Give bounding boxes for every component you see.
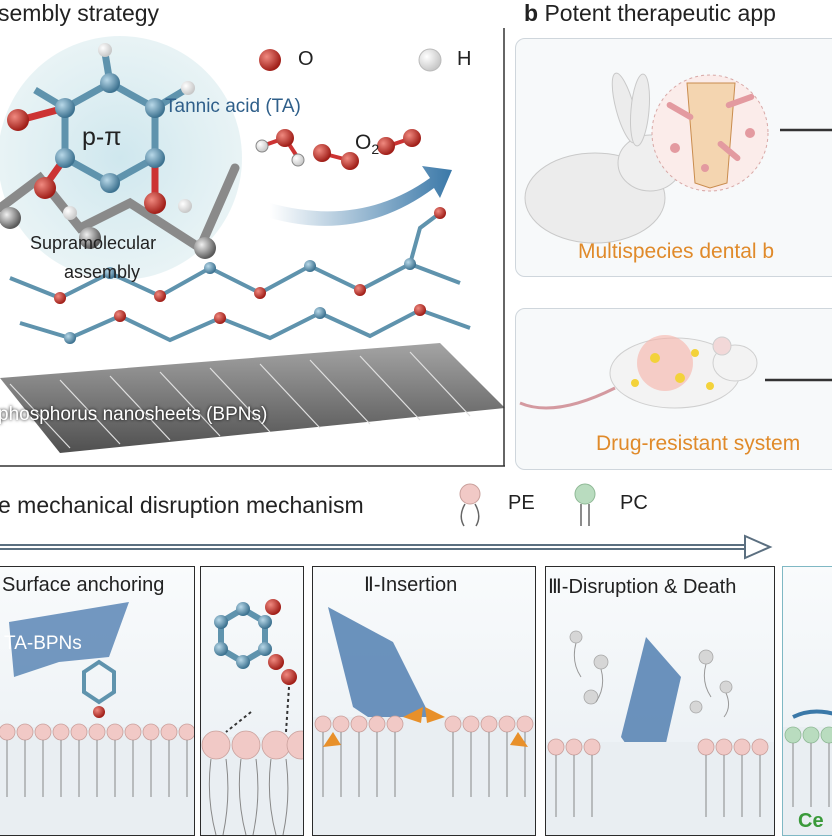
pc-lipid-icon <box>574 483 596 505</box>
membrane-heads <box>201 730 303 760</box>
stage-disruption <box>545 566 775 836</box>
supramolecular-label-line1: Supramolecular <box>30 233 157 253</box>
panel-b-letter: b <box>524 0 539 26</box>
bacteria-icons <box>666 93 755 172</box>
legend-oxygen-label: O <box>298 48 314 70</box>
stage1-illustration <box>0 602 194 835</box>
infection-glow <box>637 335 693 391</box>
stage4-illustration <box>546 630 774 835</box>
oxygen-atom-icon <box>259 49 281 71</box>
stage-zoom-binding <box>200 566 304 836</box>
ta-bpn-sheet-icon <box>9 602 129 677</box>
stage3-label: Ⅱ-Insertion <box>364 574 458 596</box>
membrane-bilayer <box>0 723 194 835</box>
stage-cell-death <box>782 566 832 836</box>
systemic-caption: Drug-resistant system <box>596 432 801 455</box>
ta-bpn-sheet-icon <box>328 607 438 747</box>
bacteria-spot-icons <box>631 349 714 390</box>
timeline-arrow <box>0 534 773 560</box>
reactive-oxygen-molecules <box>255 129 421 170</box>
stage2-illustration <box>201 599 303 835</box>
pi-interaction-glow <box>0 36 242 280</box>
legend-pe-label: PE <box>508 492 535 514</box>
dental-caption: Multispecies dental b <box>578 240 775 263</box>
panel-a-title: sembly strategy <box>0 0 160 26</box>
o2-subscript: 2 <box>371 141 380 158</box>
panel-b-title: b Potent therapeutic app <box>524 0 776 27</box>
stage4-label: Ⅲ-Disruption & Death <box>548 576 737 598</box>
o2-label: O2 <box>355 131 380 158</box>
insertion-force-arrows <box>323 707 528 747</box>
rabbit-biofilm-illustration <box>524 72 832 244</box>
ta-bpns-label: TA-BPNs <box>4 633 82 654</box>
legend-hydrogen-label: H <box>457 48 472 70</box>
mouse-tail-icon <box>519 386 616 410</box>
ta-molecular-network <box>9 211 471 343</box>
stage5-label: Ce <box>798 810 824 832</box>
supramolecular-label-line2: assembly <box>64 262 141 282</box>
bpn-nanosheets <box>0 343 505 453</box>
ta-network-atoms <box>54 207 446 344</box>
mouse-infection-illustration <box>519 335 832 410</box>
stage-insertion <box>312 566 536 836</box>
atom-legend <box>259 48 442 72</box>
legend-pc-label: PC <box>620 492 648 514</box>
pi-interaction-label: p-π <box>82 123 122 151</box>
stage-surface-anchoring <box>0 566 195 836</box>
panel-b-title-text: Potent therapeutic app <box>544 0 776 26</box>
tannic-acid-label: Tannic acid (TA) <box>165 96 301 117</box>
tooth-icon <box>686 82 736 189</box>
stage3-illustration <box>313 607 535 835</box>
stage5-illustration <box>783 709 832 835</box>
bpn-label: phosphorus nanosheets (BPNs) <box>0 404 268 425</box>
gray-chain-bonds <box>0 163 240 255</box>
released-lipid-fragments <box>569 630 733 714</box>
hydrogen-atom-icon <box>418 48 442 72</box>
membrane-heads <box>784 726 832 744</box>
rabbit-ear-icon <box>630 73 650 147</box>
membrane-heads <box>314 715 534 733</box>
stage1-label: Surface anchoring <box>2 574 165 596</box>
ros-arrow <box>270 166 452 226</box>
panel-c-title: e mechanical disruption mechanism <box>0 492 364 518</box>
lipid-legend <box>459 483 596 527</box>
ring-atoms <box>0 43 216 259</box>
pe-lipid-icon <box>459 483 481 505</box>
ta-bpn-assembly-illustration <box>0 28 505 467</box>
